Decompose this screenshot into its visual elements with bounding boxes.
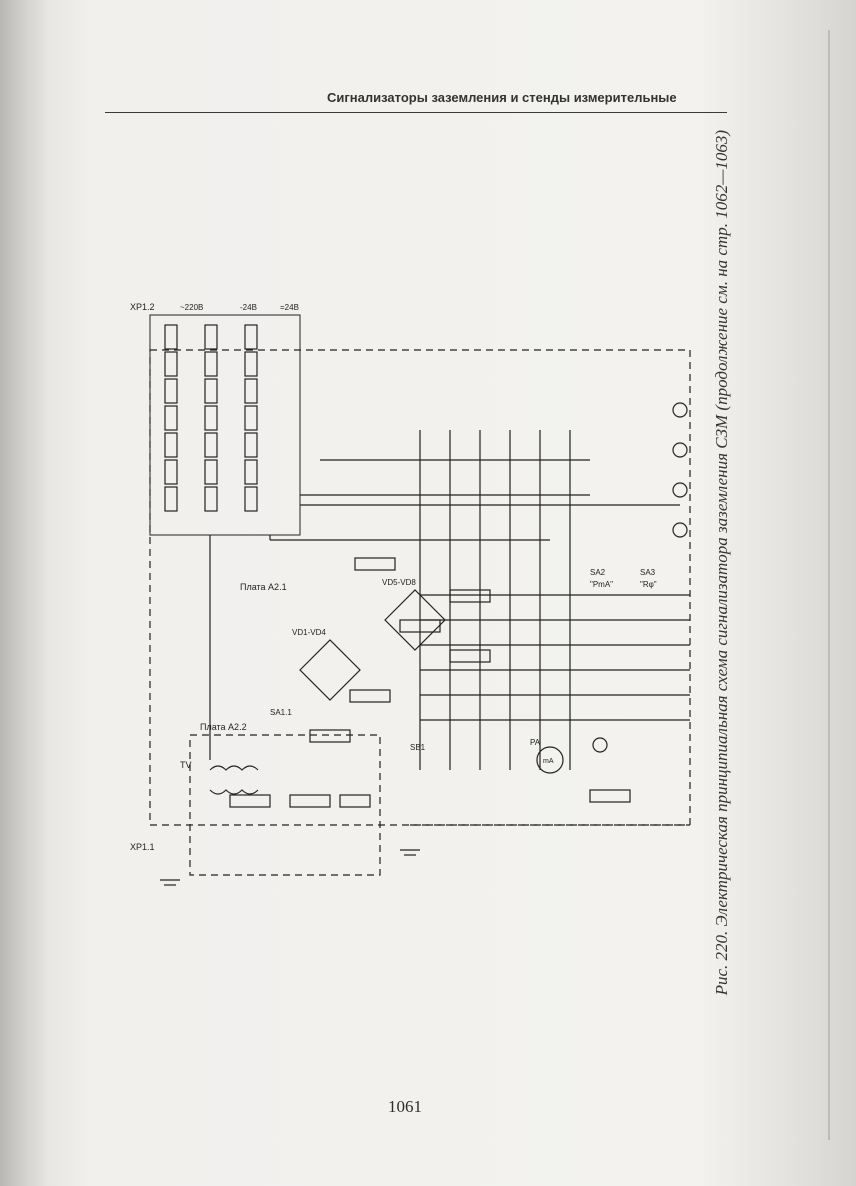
terminal-a: [592, 737, 608, 753]
label-220v: ~220В: [180, 303, 203, 312]
caption-text: Рис. 220. Электрическая принципиальная с…: [712, 130, 731, 996]
label-board-a22: Плата А2.2: [200, 722, 247, 732]
label-tv: TV: [180, 760, 192, 770]
resistor-r3: [589, 789, 631, 803]
header-title: Сигнализаторы заземления и стенды измери…: [327, 90, 677, 105]
resistor-r7: [449, 649, 491, 663]
label-board-a21: Плата А2.1: [240, 582, 287, 592]
resistor-r2: [349, 689, 391, 703]
frame-a22: [189, 734, 381, 876]
figure-caption: Рис. 220. Электрическая принципиальная с…: [712, 130, 738, 1070]
terminal-g: [672, 442, 688, 458]
page-number: 1061: [388, 1097, 422, 1116]
page-gutter-shadow: [0, 0, 48, 1186]
label-plus24v: =24В: [280, 303, 299, 312]
resistor-r5: [449, 589, 491, 603]
label-sa3: SA3: [640, 568, 656, 577]
label-sa2-unit: "PmA": [590, 580, 613, 589]
milliammeter: [536, 746, 564, 774]
label-sa3-unit: "Rφ": [640, 580, 657, 589]
resistor-r77: [339, 794, 371, 808]
frame-a21: [149, 349, 691, 826]
resistor-r76: [289, 794, 331, 808]
terminal-e: [672, 522, 688, 538]
resistor-r9: [399, 619, 441, 633]
circuit-schematic: XP1.2 XP1.1 TV Плата А2.1 Плата А2.2 VD1…: [130, 302, 691, 886]
transformer-tv: [209, 765, 259, 771]
label-xp12: XP1.2: [130, 302, 155, 312]
label-minus24v: -24В: [240, 303, 257, 312]
resistor-r75: [229, 794, 271, 808]
label-pa: PA: [530, 738, 541, 747]
label-sa11: SA1.1: [270, 708, 292, 717]
resistor-block: [149, 314, 301, 536]
terminal-v: [672, 402, 688, 418]
label-vd1-vd4: VD1-VD4: [292, 628, 326, 637]
label-vd5-vd8: VD5-VD8: [382, 578, 416, 587]
page-edge: [828, 30, 830, 1140]
bridge-vd1-vd4: [299, 639, 361, 701]
label-sb1: SB1: [410, 743, 426, 752]
label-ma: mA: [543, 758, 554, 765]
label-sa2: SA2: [590, 568, 606, 577]
resistor-r1: [309, 729, 351, 743]
running-header: Сигнализаторы заземления и стенды измери…: [105, 84, 727, 113]
label-xp11: XP1.1: [130, 842, 155, 852]
resistor-r8: [354, 557, 396, 571]
terminal-d: [672, 482, 688, 498]
bridge-vd5-vd8: [384, 589, 446, 651]
